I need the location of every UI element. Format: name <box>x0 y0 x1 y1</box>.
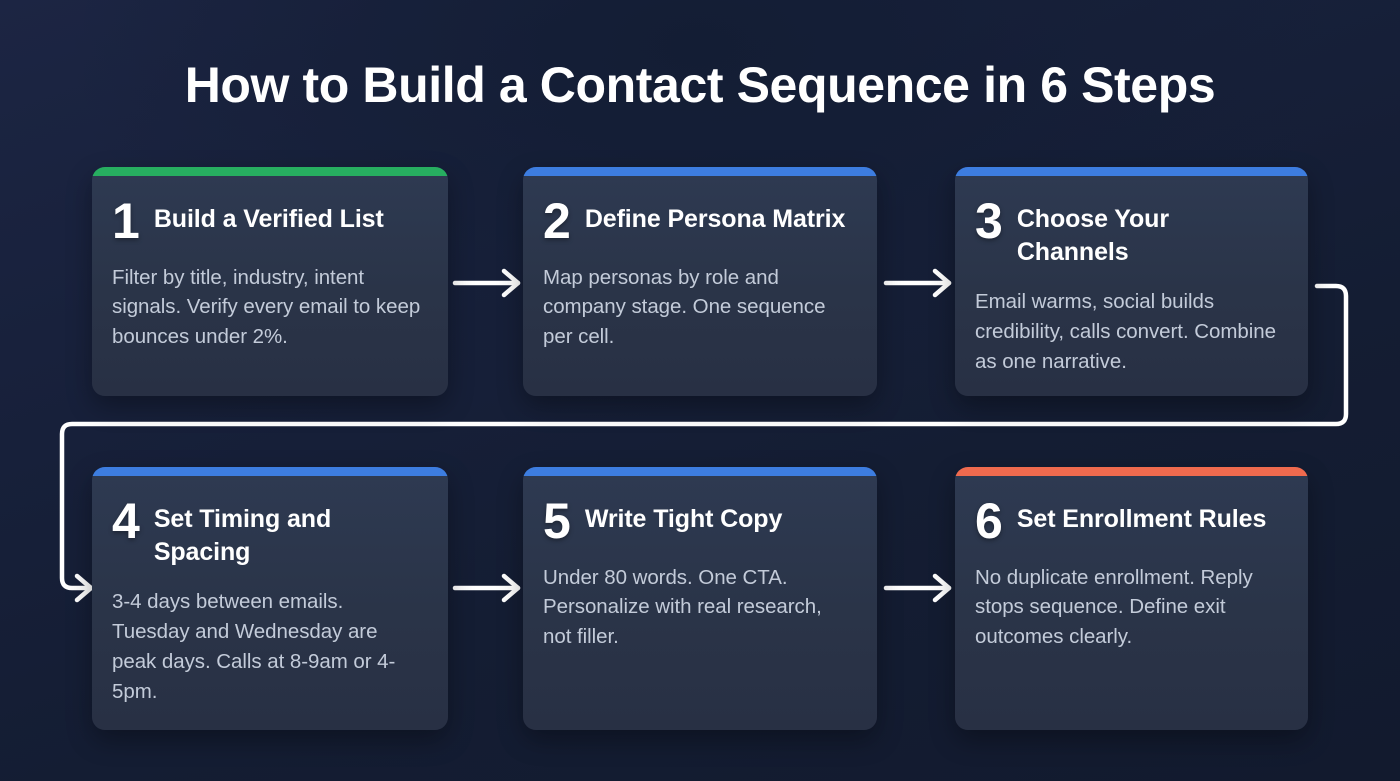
step-number-2: 2 <box>543 193 571 249</box>
step-title-2: Define Persona Matrix <box>584 205 846 233</box>
step-number-1: 1 <box>112 193 140 249</box>
step-body-5: Under 80 words. One CTA. Personalize wit… <box>543 565 822 649</box>
page-title: How to Build a Contact Sequence in 6 Ste… <box>184 57 1216 113</box>
step-title-3: Choose Your Channels <box>1016 205 1169 266</box>
step-number-3: 3 <box>975 193 1003 249</box>
step-card-6[interactable]: 6 Set Enrollment Rules No duplicate enro… <box>955 467 1308 730</box>
step-title-4: Set Timing and Spacing <box>153 505 332 566</box>
step-accent-bar-5 <box>523 467 877 476</box>
step-card-5[interactable]: 5 Write Tight Copy Under 80 words. One C… <box>523 467 877 730</box>
step-body-1: Filter by title, industry, intent signal… <box>112 265 421 349</box>
arrow-step2-to-step3 <box>883 268 952 298</box>
step-card-1[interactable]: 1 Build a Verified List Filter by title,… <box>92 167 448 396</box>
step-accent-bar-4 <box>92 467 448 476</box>
step-accent-bar-1 <box>92 167 448 176</box>
step-body-6: No duplicate enrollment. Reply stops seq… <box>975 565 1253 649</box>
step-number-5: 5 <box>543 493 571 549</box>
arrow-step5-to-step6 <box>883 573 952 603</box>
step-accent-bar-2 <box>523 167 877 176</box>
step-title-6: Set Enrollment Rules <box>1016 505 1267 533</box>
arrow-step1-to-step2 <box>452 268 521 298</box>
arrow-step4-to-step5 <box>452 573 521 603</box>
step-body-2: Map personas by role and company stage. … <box>543 265 826 349</box>
step-body-4: 3-4 days between emails. Tuesday and Wed… <box>112 590 396 703</box>
step-number-6: 6 <box>975 493 1003 549</box>
step-accent-bar-3 <box>955 167 1308 176</box>
step-accent-bar-6 <box>955 467 1308 476</box>
step-card-2[interactable]: 2 Define Persona Matrix Map personas by … <box>523 167 877 396</box>
step-body-3: Email warms, social builds credibility, … <box>975 290 1276 373</box>
step-title-1: Build a Verified List <box>153 205 384 233</box>
step-title-5: Write Tight Copy <box>584 505 783 533</box>
step-card-4[interactable]: 4 Set Timing and Spacing 3-4 days betwee… <box>92 467 448 730</box>
step-number-4: 4 <box>112 493 140 549</box>
step-card-3[interactable]: 3 Choose Your Channels Email warms, soci… <box>955 167 1308 396</box>
